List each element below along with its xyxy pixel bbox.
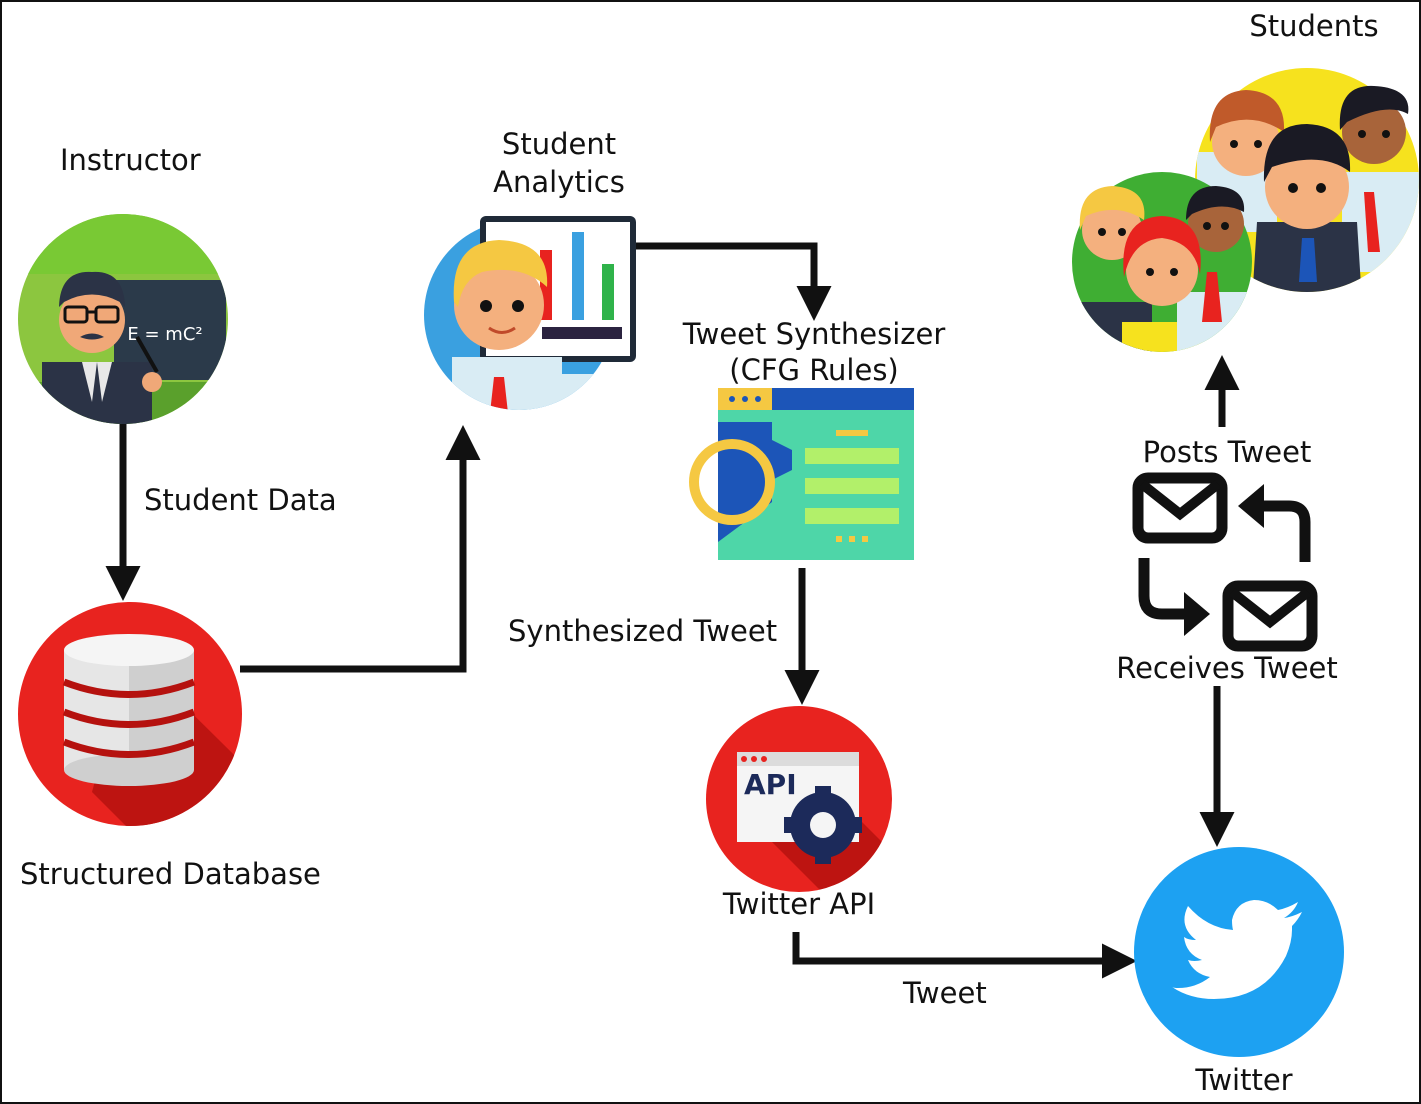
tweet-cycle-icon xyxy=(1132,472,1318,652)
edge-label-posts-tweet: Posts Tweet xyxy=(1142,435,1312,469)
analytics-bar-green xyxy=(602,264,614,320)
cycle-arrow-top-icon xyxy=(1238,484,1311,562)
twitter-icon xyxy=(1134,847,1344,1057)
instructor-icon: E = mC² xyxy=(18,214,228,424)
envelope-icon-bottom xyxy=(1222,580,1318,652)
synth-label-line1: Tweet Synthesizer xyxy=(682,317,946,351)
analytics-label-line2: Analytics xyxy=(493,165,625,199)
database-label: Structured Database xyxy=(20,857,321,891)
twitter-api-icon: API xyxy=(706,706,892,892)
twitter-bird-icon xyxy=(1172,900,1302,999)
twitter-api-label: Twitter API xyxy=(722,887,876,921)
database-icon xyxy=(18,602,242,826)
students-label: Students xyxy=(1249,9,1379,43)
students-icon xyxy=(1072,68,1419,352)
api-text: API xyxy=(744,768,797,801)
edge-analytics-to-synth xyxy=(636,242,832,321)
edge-label-student-data: Student Data xyxy=(144,483,337,517)
edge-label-synthesized-tweet: Synthesized Tweet xyxy=(508,614,778,648)
tweet-synthesizer-icon xyxy=(689,388,914,560)
edge-api-to-twitter xyxy=(792,932,1137,979)
edge-label-receives-tweet: Receives Tweet xyxy=(1116,651,1338,685)
analytics-bar-blue xyxy=(572,232,584,320)
synth-label-line2: (CFG Rules) xyxy=(729,353,899,387)
edge-label-tweet: Tweet xyxy=(903,976,987,1010)
edge-database-to-analytics xyxy=(240,425,481,673)
envelope-icon-top xyxy=(1132,472,1228,544)
formula-text: E = mC² xyxy=(127,324,202,345)
connectors xyxy=(105,242,1240,979)
instructor-label: Instructor xyxy=(60,143,201,177)
analytics-label-line1: Student xyxy=(501,127,617,161)
cycle-arrow-bottom-icon xyxy=(1138,558,1210,636)
twitter-label: Twitter xyxy=(1195,1063,1293,1097)
analytics-icon xyxy=(424,216,636,410)
